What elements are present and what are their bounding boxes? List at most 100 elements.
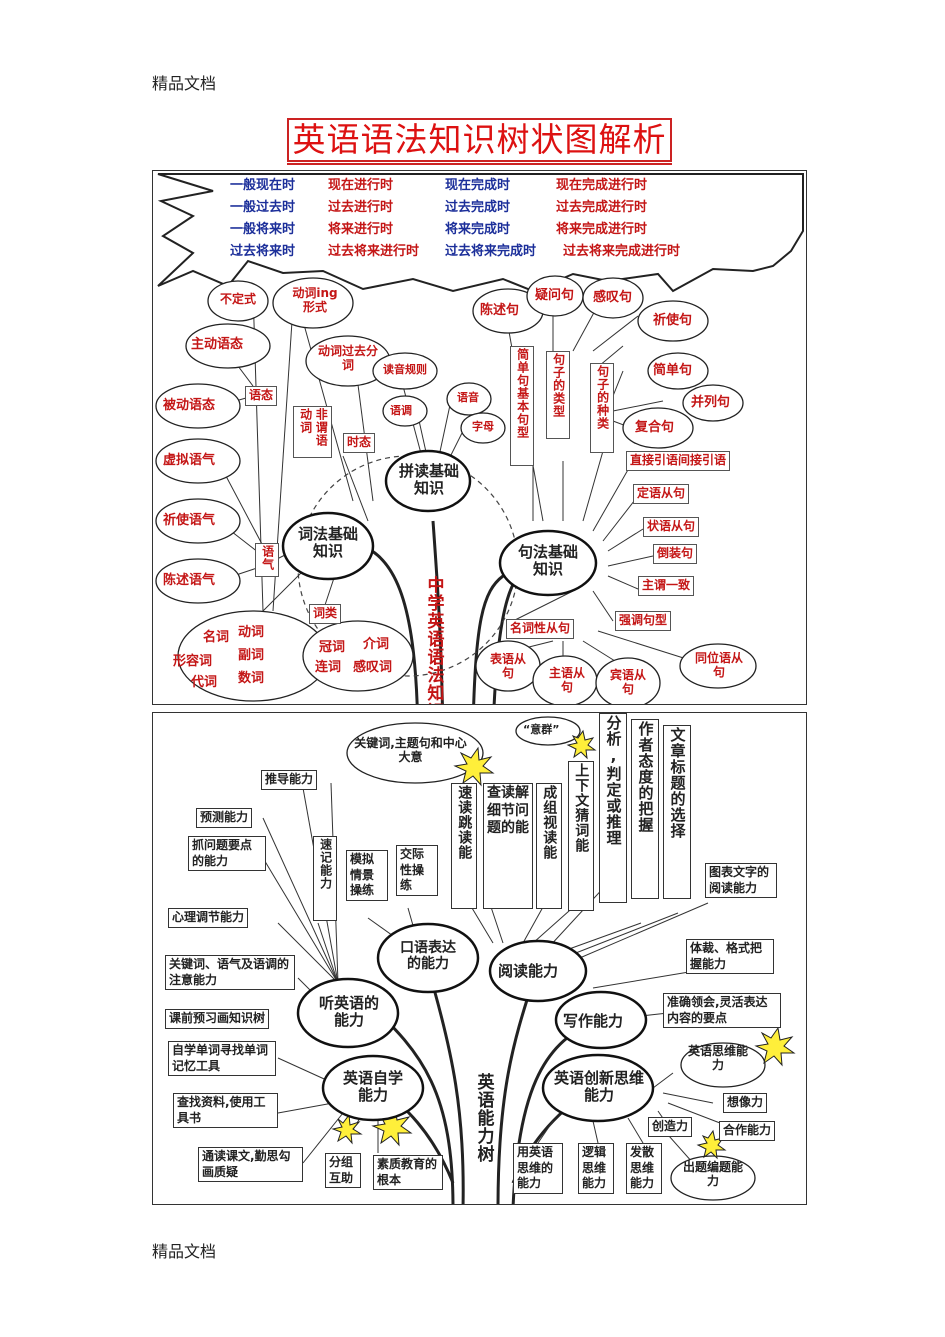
node-compound: 并列句 (691, 395, 731, 410)
box-mood: 语气 (255, 543, 279, 577)
creative-node: 英语创新思维能力 (553, 1069, 644, 1105)
node-pron-rules: 读音规则 (383, 363, 427, 376)
node-subject: 主语从句 (548, 666, 585, 694)
node-object: 宾语从句 (609, 668, 646, 696)
grammar-trunk-label: 中学英语语法知识体系 (423, 576, 444, 705)
box-nominal: 名词性从句 (506, 619, 575, 639)
node-appositive: 同位语从句 (695, 651, 744, 679)
tense-label: 现在进行时 (328, 178, 394, 193)
node-declarative: 陈述句 (480, 303, 520, 318)
box-divergent: 发散思维能力 (626, 1143, 662, 1194)
tense-label: 现在完成时 (445, 178, 511, 193)
box-word-tools: 自学单词寻找单词记忆工具 (168, 1041, 276, 1077)
node-subjunctive: 虚拟语气 (163, 453, 216, 468)
tense-label: 过去完成进行时 (556, 200, 648, 215)
tense-label: 现在完成进行时 (556, 178, 648, 193)
node-infinitive: 不定式 (220, 292, 257, 306)
grammar-tree-diagram: 一般现在时 现在进行时 现在完成时 现在完成进行时 一般过去时 过去进行时 过去… (152, 170, 807, 705)
node-keywords: 关键词,主题句和中心大意 (354, 736, 467, 764)
reading-node: 阅读能力 (498, 962, 559, 980)
grammar-tree-lines (155, 173, 804, 704)
box-adverbial: 状语从句 (643, 517, 700, 537)
node-imperative: 祈使语气 (163, 513, 216, 528)
node-intonation: 语调 (390, 404, 412, 417)
box-chart-text: 图表文字的阅读能力 (705, 863, 777, 899)
box-creativity: 创造力 (648, 1117, 693, 1137)
tense-label: 过去完成时 (445, 200, 511, 215)
ability-trunk-label: 英语能力树 (473, 1073, 494, 1163)
syntax-node: 句法基础知识 (517, 543, 578, 579)
tense-label: 一般现在时 (230, 178, 296, 193)
word-class-item: 连词 (315, 660, 342, 675)
box-attention: 关键词、语气及语调的注意能力 (165, 955, 295, 991)
box-reference: 查找资料,使用工具书 (173, 1093, 278, 1129)
word-class-item: 冠词 (319, 640, 346, 655)
tense-label: 将来完成进行时 (556, 222, 648, 237)
box-genre: 体裁、格式把握能力 (686, 939, 774, 975)
box-cooperation: 合作能力 (719, 1121, 776, 1141)
phonics-node: 拼读基础知识 (398, 462, 459, 498)
tense-label: 一般过去时 (230, 200, 296, 215)
box-simulate: 模拟情景操练 (346, 850, 388, 901)
box-skim: 速读跳读能 (451, 783, 478, 909)
node-simple: 简单句 (653, 363, 693, 378)
box-agreement: 主谓一致 (638, 576, 695, 596)
node-indicative: 陈述语气 (163, 573, 216, 588)
box-key-points: 抓问题要点的能力 (188, 836, 266, 872)
box-inference: 推导能力 (261, 770, 318, 790)
box-logic: 逻辑思维能力 (578, 1143, 614, 1194)
box-sentence-types: 句子的种类 (590, 363, 614, 453)
box-psych: 心理调节能力 (168, 908, 249, 928)
node-interrogative: 疑问句 (535, 288, 575, 303)
box-sentence-kinds: 句子的类型 (546, 351, 570, 439)
box-headline: 文章标题的选择 (663, 725, 691, 899)
node-letters: 字母 (472, 420, 494, 433)
node-sense-group: “意群” (523, 723, 560, 736)
node-predicative: 表语从句 (489, 652, 526, 680)
box-imagination: 想像力 (723, 1093, 768, 1113)
box-attitude: 作者态度的把握 (631, 719, 659, 899)
box-group-help: 分组互助 (325, 1153, 361, 1189)
tense-label: 过去进行时 (328, 200, 394, 215)
box-group-read: 成组视读能 (536, 783, 563, 909)
box-think-en: 用英语思维的能力 (513, 1143, 563, 1194)
word-class-item: 代词 (191, 675, 218, 690)
box-recite: 通读课文,勤思勾画质疑 (198, 1147, 303, 1183)
word-class-item: 名词 (203, 630, 230, 645)
box-speech: 直接引语间接引语 (626, 451, 731, 471)
node-exclamatory: 感叹句 (593, 290, 633, 305)
listening-node: 听英语的能力 (318, 994, 379, 1030)
word-class-item: 形容词 (173, 654, 213, 669)
tense-label: 过去将来完成时 (445, 244, 537, 259)
box-emphasis: 强调句型 (615, 611, 672, 631)
word-class-item: 副词 (238, 648, 265, 663)
box-scan: 查读解细节问题的能 (483, 783, 533, 909)
box-context: 上下文猜词能 (568, 761, 595, 911)
page-header: 精品文档 (152, 74, 217, 93)
node-complex: 复合句 (635, 420, 675, 435)
box-word-class: 词类 (309, 604, 342, 624)
tense-label: 过去将来进行时 (328, 244, 420, 259)
box-accurate: 准确领会,灵活表达内容的要点 (663, 993, 781, 1029)
box-preview: 课前预习画知识树 (165, 1009, 270, 1029)
node-thinking: 英语思维能力 (688, 1044, 749, 1072)
page-footer: 精品文档 (152, 1242, 217, 1261)
node-imperative-s: 祈使句 (653, 313, 693, 328)
box-inversion: 倒装句 (653, 544, 698, 564)
self-study-node: 英语自学能力 (342, 1069, 403, 1105)
node-passive: 被动语态 (163, 398, 216, 413)
node-ing-form: 动词ing形式 (292, 286, 338, 314)
morphology-node: 词法基础知识 (297, 525, 358, 561)
tense-label: 过去将来时 (230, 244, 296, 259)
box-interact: 交际性操练 (396, 845, 438, 896)
word-class-item: 数词 (238, 671, 265, 686)
box-tense: 时态 (343, 433, 376, 453)
box-predict: 预测能力 (196, 808, 253, 828)
box-voice: 语态 (245, 386, 278, 406)
tense-label: 将来完成时 (445, 222, 511, 237)
word-class-item: 动词 (238, 625, 265, 640)
ability-tree-diagram: 关键词,主题句和中心大意 “意群” 推导能力 预测能力 抓问题要点的能力 速记能… (152, 712, 807, 1205)
node-active: 主动语态 (191, 337, 244, 352)
box-analyze: 分析,判定或推理 (599, 713, 627, 903)
page-title: 英语语法知识树状图解析 (287, 118, 672, 162)
